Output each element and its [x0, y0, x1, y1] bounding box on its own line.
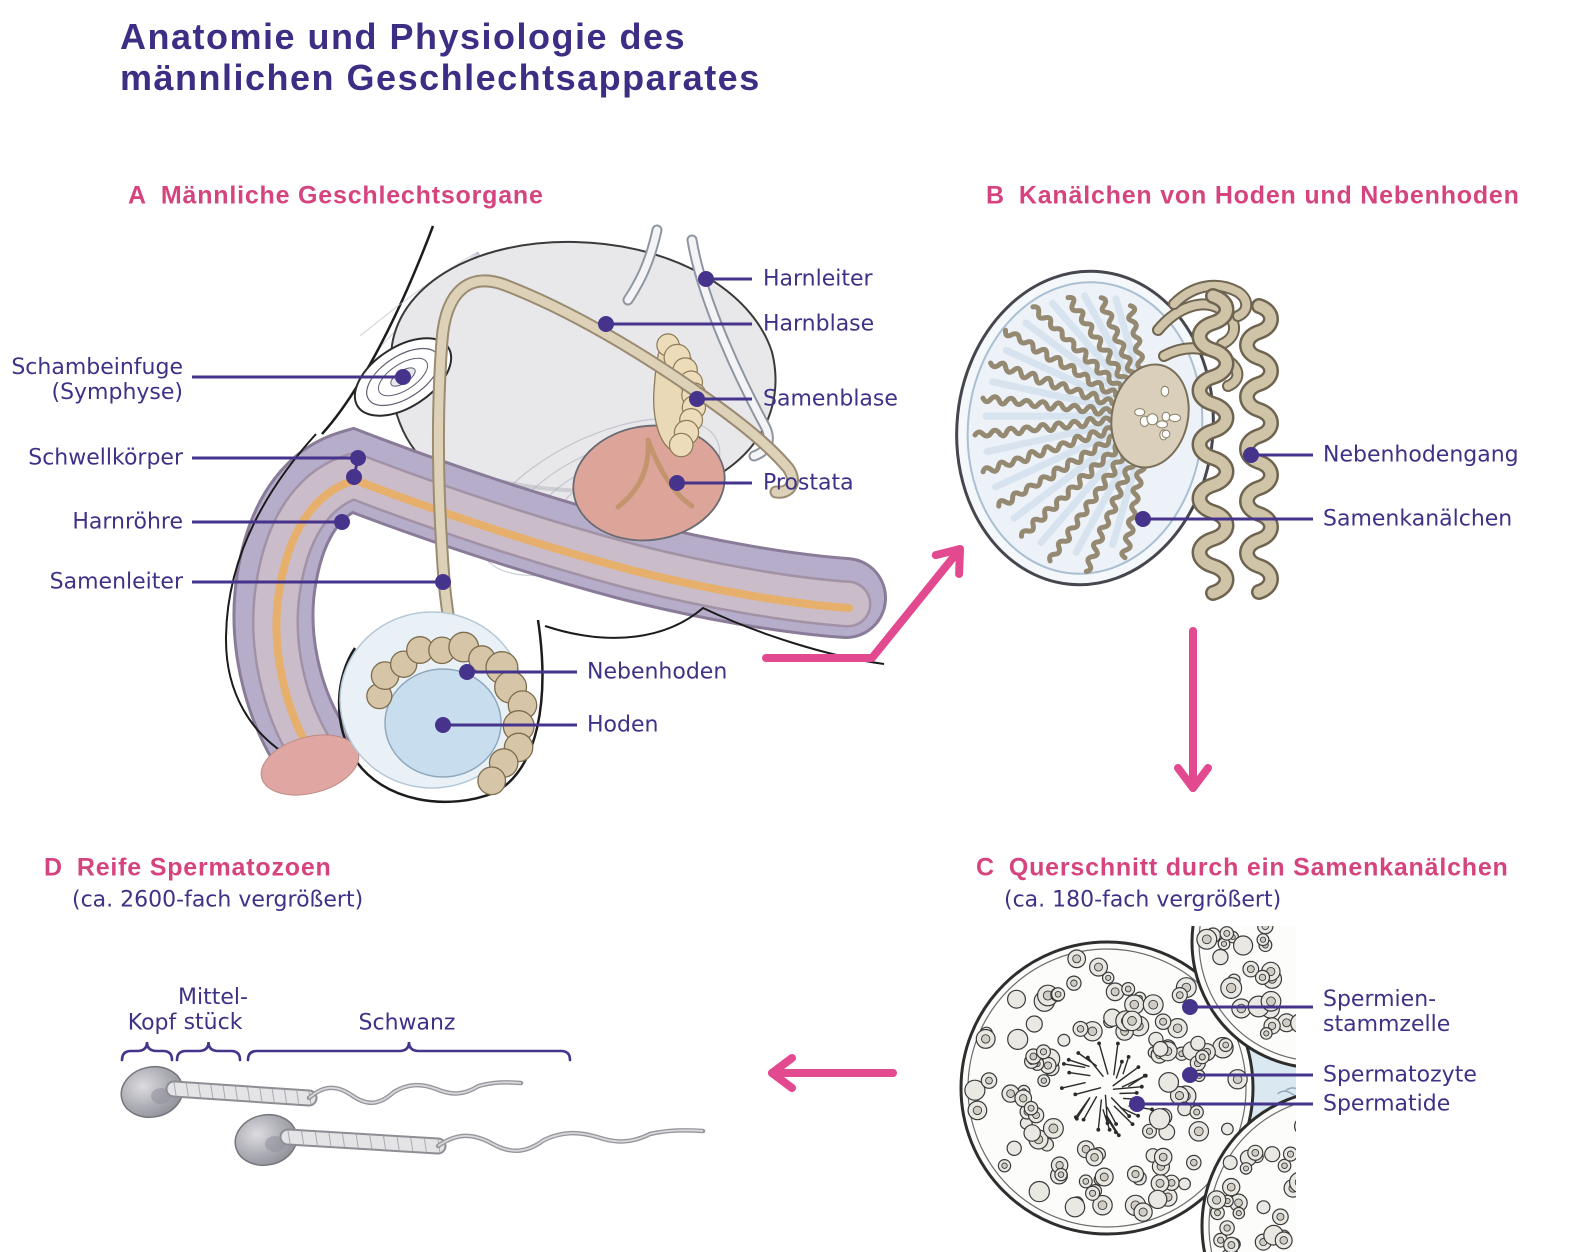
- label-schwellkoerper: Schwellkörper: [28, 445, 183, 471]
- panel-c-subtitle: (ca. 180-fach vergrößert): [1004, 887, 1282, 913]
- label-spermatozyte: Spermatozyte: [1323, 1062, 1477, 1088]
- panel-a-illustration: [224, 224, 887, 804]
- label-samenblase: Samenblase: [763, 386, 898, 412]
- label-prostata: Prostata: [763, 470, 854, 496]
- panel-d-letter: D: [44, 853, 63, 882]
- panel-a-letter: A: [128, 181, 147, 210]
- label-schambeinfuge: Schambeinfuge (Symphyse): [11, 355, 183, 405]
- label-schambeinfuge-line2: (Symphyse): [51, 380, 183, 405]
- label-schwanz: Schwanz: [358, 1010, 456, 1036]
- label-spermienstammzelle: Spermien- stammzelle: [1323, 987, 1450, 1037]
- panel-b-illustration: [955, 269, 1279, 601]
- panel-d-heading-text: Reife Spermatozoen: [76, 853, 332, 882]
- label-hoden: Hoden: [587, 712, 659, 738]
- panel-b-letter: B: [986, 181, 1005, 210]
- label-harnleiter: Harnleiter: [763, 266, 873, 292]
- panel-a-heading-text: Männliche Geschlechtsorgane: [160, 181, 544, 210]
- title-line-1: Anatomie und Physiologie des: [120, 16, 687, 57]
- label-mittelstueck-line1: Mittel-: [178, 985, 248, 1010]
- leader-lines: [192, 271, 1313, 1112]
- panel-a-heading: A Männliche Geschlechtsorgane: [128, 182, 544, 211]
- label-nebenhodengang: Nebenhodengang: [1323, 442, 1519, 468]
- label-samenleiter: Samenleiter: [49, 569, 183, 595]
- label-schambeinfuge-line1: Schambeinfuge: [11, 355, 183, 380]
- label-spermienstammzelle-line2: stammzelle: [1323, 1012, 1451, 1037]
- diagram-title: Anatomie und Physiologie des männlichen …: [120, 16, 761, 98]
- label-nebenhoden: Nebenhoden: [587, 659, 728, 685]
- panel-b-heading: B Kanälchen von Hoden und Nebenhoden: [986, 182, 1520, 211]
- panel-d-illustration: [120, 1041, 706, 1167]
- label-harnroehre: Harnröhre: [72, 509, 183, 535]
- label-samenkanaelchen: Samenkanälchen: [1323, 506, 1513, 532]
- panel-d-heading: D Reife Spermatozoen: [44, 854, 332, 883]
- panel-c-heading: C Querschnitt durch ein Samenkanälchen: [976, 854, 1509, 883]
- grouping-braces: [120, 1041, 572, 1062]
- label-spermatide: Spermatide: [1323, 1091, 1451, 1117]
- panel-d-subtitle: (ca. 2600-fach vergrößert): [72, 887, 364, 913]
- label-mittelstueck-line2: stück: [183, 1010, 243, 1035]
- label-harnblase: Harnblase: [763, 311, 875, 337]
- label-mittelstueck: Mittel- stück: [178, 985, 248, 1035]
- panel-b-heading-text: Kanälchen von Hoden und Nebenhoden: [1018, 181, 1520, 210]
- panel-c-heading-text: Querschnitt durch ein Samenkanälchen: [1008, 853, 1509, 882]
- panel-c-letter: C: [976, 853, 995, 882]
- arrow-a-to-b: [762, 545, 964, 662]
- title-line-2: männlichen Geschlechtsapparates: [120, 57, 761, 98]
- panel-c-illustration: [959, 926, 1296, 1252]
- label-kopf: Kopf: [127, 1010, 177, 1036]
- flow-arrows: [762, 545, 1212, 1092]
- label-spermienstammzelle-line1: Spermien-: [1323, 987, 1437, 1012]
